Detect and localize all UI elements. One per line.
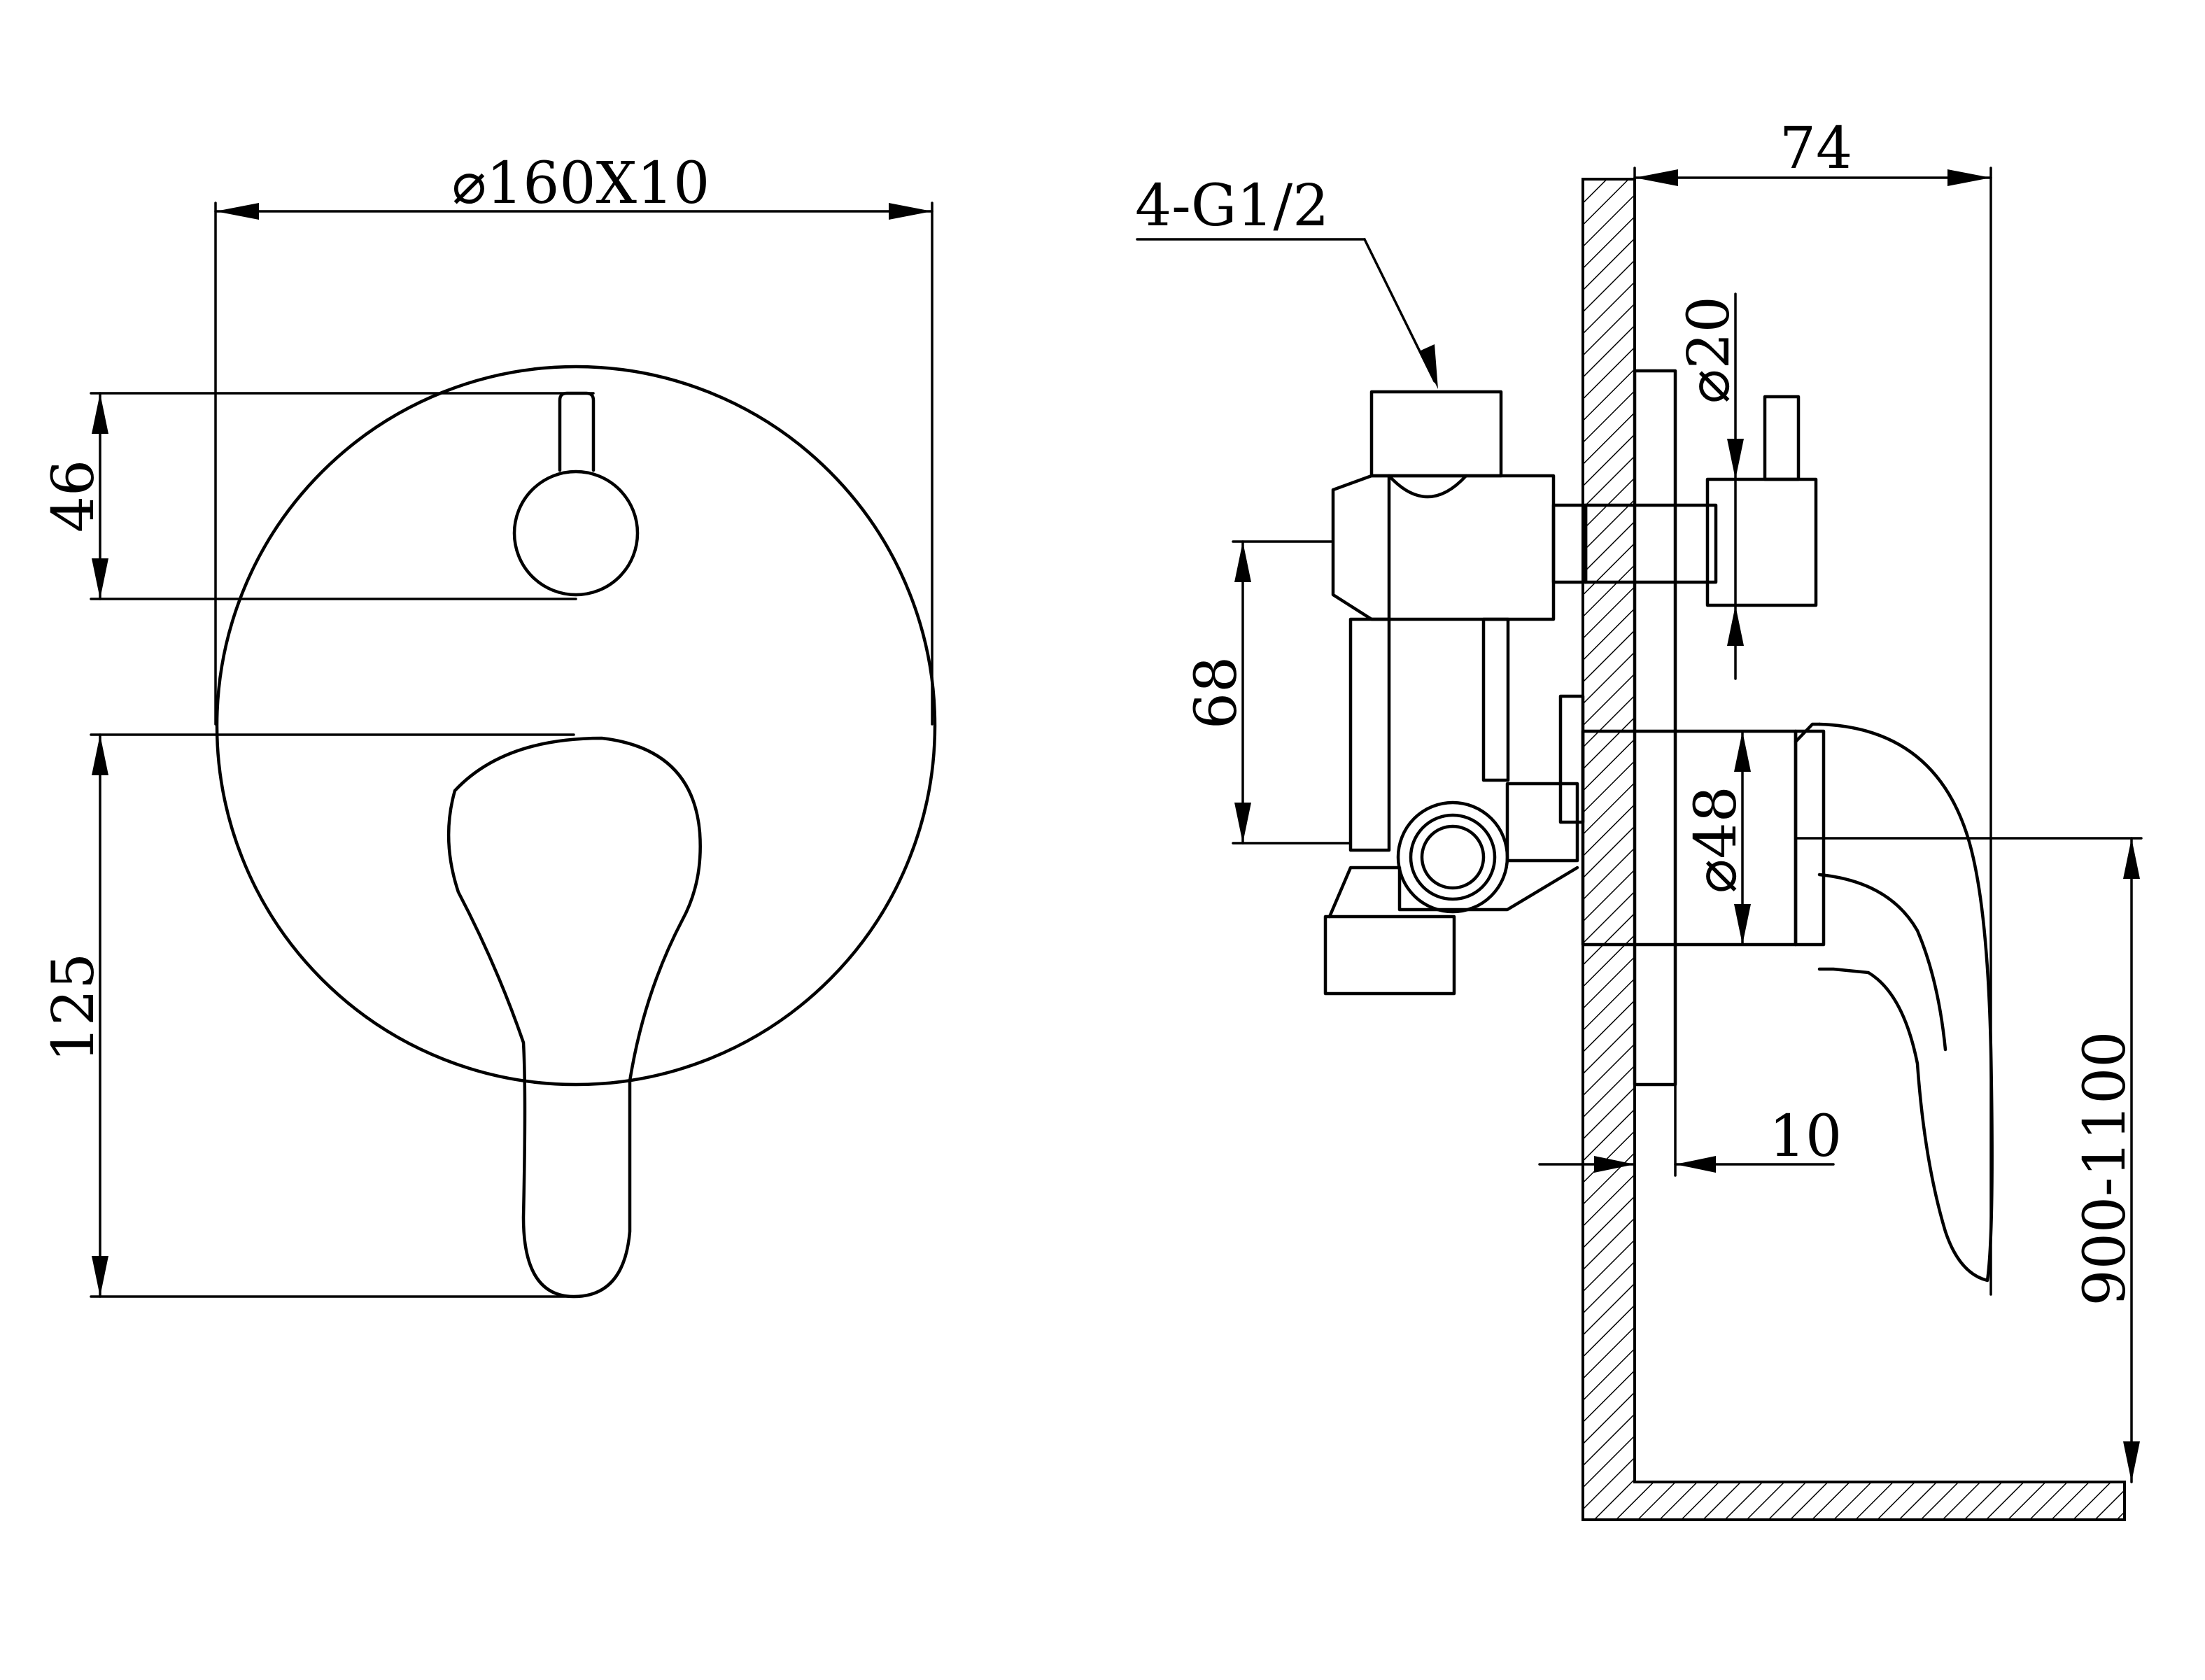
wall-section <box>1581 178 2126 1521</box>
diverter-height-dimension: 46 <box>41 392 595 600</box>
cover-plate <box>215 365 937 1087</box>
mount-height-label: 900-1100 <box>2072 1031 2139 1306</box>
mount-height-dimension: 900-1100 <box>1794 837 2143 1483</box>
cover-plate-profile <box>1633 369 1677 1087</box>
width-label: ⌀160X10 <box>452 150 710 217</box>
thread-leader: 4-G1/2 <box>1135 173 1438 389</box>
width-dimension: ⌀160X10 <box>214 150 934 726</box>
handle-height-dimension: 125 <box>41 733 575 1298</box>
depth-label: 74 <box>1780 115 1852 182</box>
handle-diameter-label: ⌀48 <box>1683 786 1749 894</box>
plate-thickness-dimension: 10 <box>1538 1083 1842 1177</box>
diverter-diameter-dimension: ⌀20 <box>1676 292 1744 680</box>
handle-height-label: 125 <box>41 953 107 1063</box>
lever-handle <box>446 736 702 1299</box>
thread-label: 4-G1/2 <box>1135 173 1329 239</box>
diverter-diameter-label: ⌀20 <box>1676 296 1742 404</box>
inlet-spacing-dimension: 68 <box>1183 540 1352 845</box>
depth-dimension: 74 <box>1633 115 1992 1296</box>
handle-diameter-dimension: ⌀48 <box>1683 730 1751 946</box>
side-view: 4-G1/2 74 ⌀20 68 <box>1135 115 2143 1521</box>
front-view: ⌀160X10 46 125 <box>41 150 937 1299</box>
valve-body <box>1323 390 1718 996</box>
lever-side <box>1581 722 1994 1283</box>
inlet-spacing-label: 68 <box>1183 656 1250 729</box>
diverter-height-label: 46 <box>41 460 107 532</box>
diverter-knob-side <box>1705 395 1818 607</box>
plate-thickness-label: 10 <box>1769 1103 1842 1170</box>
diverter-knob <box>512 391 640 597</box>
